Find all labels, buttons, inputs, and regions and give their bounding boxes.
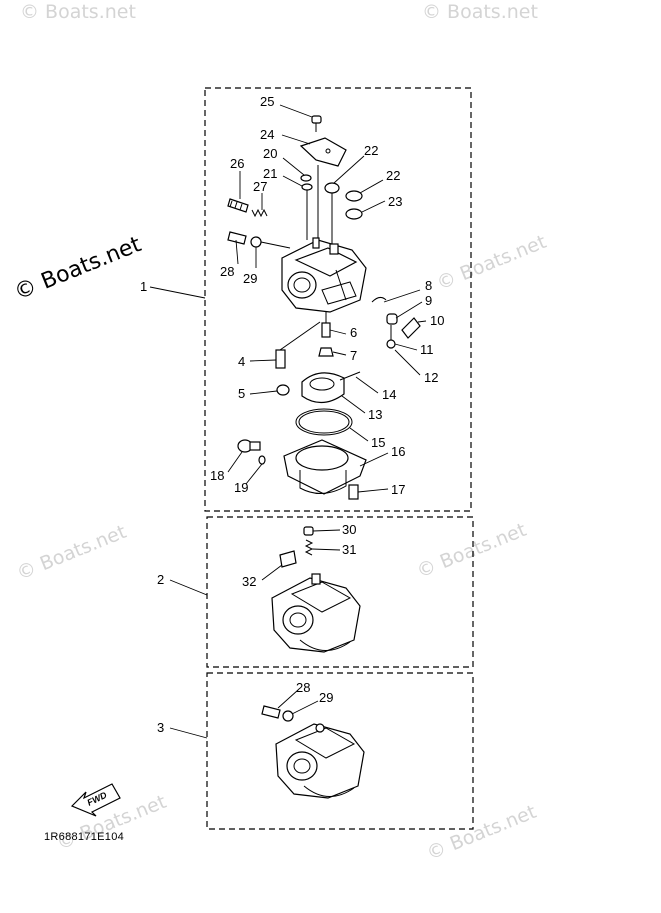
part-8-clip xyxy=(371,296,387,303)
callout-22-a: 22 xyxy=(364,143,378,158)
callout-25: 25 xyxy=(260,94,274,109)
callout-15: 15 xyxy=(371,435,385,450)
part-23 xyxy=(345,208,363,220)
group-box-1 xyxy=(204,87,472,512)
callout-2: 2 xyxy=(157,572,164,587)
part-4-pilot-jet xyxy=(275,349,286,369)
drawing-code: 1R688171E104 xyxy=(44,831,124,843)
watermark-bottom-right: © Boats.net xyxy=(424,801,540,865)
callout-11: 11 xyxy=(420,342,434,357)
carburetor-body-3 xyxy=(275,723,365,799)
part-29-washer-b xyxy=(282,710,294,722)
part-32-cap xyxy=(279,550,297,568)
leader-3 xyxy=(169,727,208,739)
part-27-spring xyxy=(251,208,268,218)
callout-1: 1 xyxy=(140,279,147,294)
fwd-arrow-icon: FWD xyxy=(70,783,121,817)
part-10-float-pin xyxy=(401,317,421,339)
part-21 xyxy=(301,183,313,191)
part-15-gasket xyxy=(295,408,353,436)
callout-29-a: 29 xyxy=(243,271,257,286)
part-22-plug-b xyxy=(345,190,363,202)
part-31-spring xyxy=(304,539,314,556)
callout-12: 12 xyxy=(424,370,438,385)
callout-numbers: 1 2 3 25 24 20 21 22 22 23 26 27 28 29 8… xyxy=(140,94,444,735)
part-20 xyxy=(300,174,312,182)
part-28-screw xyxy=(227,231,247,245)
part-5-plug xyxy=(276,384,290,396)
callout-16: 16 xyxy=(391,444,405,459)
callout-17: 17 xyxy=(391,482,405,497)
part-7-nozzle xyxy=(318,347,334,357)
callout-24: 24 xyxy=(260,127,274,142)
part-17-drain-screw xyxy=(348,484,359,500)
carburetor-body-1 xyxy=(281,237,367,313)
callout-7: 7 xyxy=(350,348,357,363)
callout-28-a: 28 xyxy=(220,264,234,279)
callout-10: 10 xyxy=(430,313,444,328)
watermark-main: © Boats.net xyxy=(11,232,145,306)
leader-2 xyxy=(169,579,208,596)
callout-29-b: 29 xyxy=(319,690,333,705)
callout-30: 30 xyxy=(342,522,356,537)
part-29-washer xyxy=(250,236,262,248)
watermark-top-left: © Boats.net xyxy=(20,1,136,23)
callout-31: 31 xyxy=(342,542,356,557)
watermarks: © Boats.net © Boats.net © Boats.net © Bo… xyxy=(11,1,549,865)
part-16-float-chamber xyxy=(283,439,367,495)
callout-18: 18 xyxy=(210,468,224,483)
part-9-needle-valve xyxy=(386,313,398,325)
part-13-float xyxy=(301,372,345,404)
part-25-screw xyxy=(311,115,322,124)
watermark-right-2: © Boats.net xyxy=(414,519,530,583)
carburetor-body-2 xyxy=(271,573,361,653)
watermark-right-1: © Boats.net xyxy=(434,231,550,295)
callout-28-b: 28 xyxy=(296,680,310,695)
callout-19: 19 xyxy=(234,480,248,495)
part-24-plate xyxy=(299,137,347,167)
callout-27: 27 xyxy=(253,179,267,194)
callout-5: 5 xyxy=(238,386,245,401)
part-14-float-pin xyxy=(339,371,361,381)
callout-14: 14 xyxy=(382,387,396,402)
callout-leaders xyxy=(227,104,427,715)
callout-20: 20 xyxy=(263,146,277,161)
group-3-parts xyxy=(261,705,365,799)
group-box-3 xyxy=(206,672,474,830)
callout-23: 23 xyxy=(388,194,402,209)
part-6-main-jet xyxy=(321,322,331,338)
part-22-plug-a xyxy=(324,182,340,194)
watermark-left-2: © Boats.net xyxy=(14,521,130,585)
group-2-parts xyxy=(271,526,361,653)
part-28-screw-b xyxy=(261,705,281,719)
callout-22-b: 22 xyxy=(386,168,400,183)
callout-13: 13 xyxy=(368,407,382,422)
group-1-parts xyxy=(227,115,421,500)
part-30-screw xyxy=(303,526,314,536)
watermark-top-right: © Boats.net xyxy=(422,1,538,23)
part-26-pilot-screw xyxy=(227,198,249,213)
callout-21: 21 xyxy=(263,166,277,181)
callout-32: 32 xyxy=(242,574,256,589)
callout-8: 8 xyxy=(425,278,432,293)
leader-1 xyxy=(149,286,206,299)
callout-6: 6 xyxy=(350,325,357,340)
callout-26: 26 xyxy=(230,156,244,171)
part-11-screw xyxy=(386,339,396,349)
callout-9: 9 xyxy=(425,293,432,308)
group-box-2 xyxy=(206,516,474,668)
callout-3: 3 xyxy=(157,720,164,735)
part-19-o-ring xyxy=(258,455,266,465)
callout-4: 4 xyxy=(238,354,245,369)
